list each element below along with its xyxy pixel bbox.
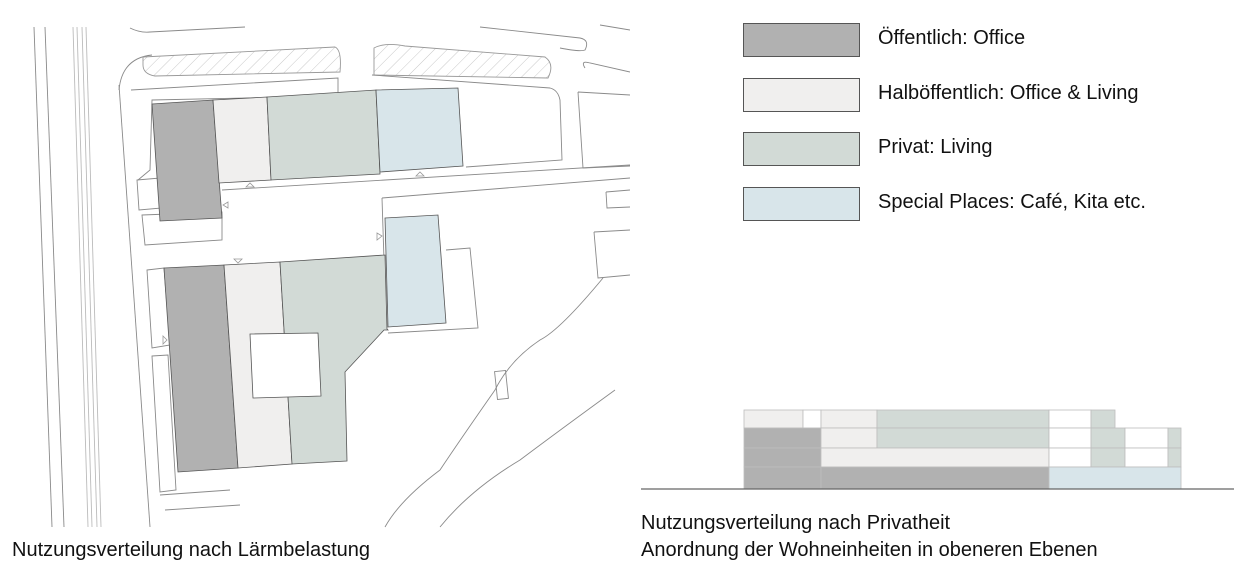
elev-cell: [1048, 409, 1092, 429]
elev-cell: [1090, 409, 1116, 429]
entrance-arrow-icon: [162, 335, 168, 345]
building-north: [151, 87, 464, 222]
legend-label-private: Privat: Living: [878, 136, 993, 158]
elevation-caption-line1: Nutzungsverteilung nach Privatheit: [641, 512, 951, 534]
road-curve: [118, 54, 153, 91]
legend-label-special: Special Places: Café, Kita etc.: [878, 191, 1146, 213]
road-line: [72, 26, 89, 528]
elev-cell: [820, 447, 1050, 468]
elev-cell: [820, 427, 878, 449]
elev-cell: [1167, 447, 1182, 468]
elev-cell: [1167, 427, 1182, 449]
elev-cell: [1090, 427, 1126, 449]
elev-cell: [1124, 427, 1169, 449]
legend-swatch-public: [743, 23, 860, 57]
legend-item-public: Öffentlich: Office: [743, 22, 1025, 58]
elev-cell: [802, 409, 822, 429]
zone-public: [151, 99, 223, 222]
elev-cell: [876, 409, 1050, 429]
road-line: [76, 26, 93, 528]
road-curve: [479, 26, 588, 52]
elevation-caption-line2: Anordnung der Wohneinheiten in obeneren …: [641, 539, 1098, 561]
road-line: [85, 26, 102, 528]
zone-special: [384, 214, 447, 328]
hatched-strip: [142, 46, 341, 77]
elev-cell: [743, 409, 804, 429]
road-curve: [129, 26, 246, 33]
zone-private: [266, 89, 381, 181]
legend-item-private: Privat: Living: [743, 131, 993, 167]
elev-cell: [1048, 466, 1182, 490]
elev-cell: [1048, 427, 1092, 449]
legend-swatch-semi-public: [743, 78, 860, 112]
elev-cell: [1124, 447, 1169, 468]
entrance-markers: [162, 171, 425, 345]
road-line: [81, 26, 98, 528]
courtyard: [249, 332, 322, 399]
entrance-arrow-icon: [233, 258, 243, 264]
legend-item-special: Special Places: Café, Kita etc.: [743, 186, 1146, 222]
elev-cell: [820, 409, 878, 429]
zone-private: [279, 254, 389, 465]
road-line: [33, 26, 53, 528]
legend-label-public: Öffentlich: Office: [878, 27, 1026, 49]
entrance-arrow-icon: [415, 171, 425, 177]
elev-cell: [743, 466, 822, 490]
entrance-arrow-icon: [222, 201, 229, 209]
legend-label-semi-public: Halböffentlich: Office & Living: [878, 82, 1139, 104]
legend-swatch-private: [743, 132, 860, 166]
zone-special: [375, 87, 464, 173]
hatched-strip: [373, 43, 552, 79]
elev-cell: [820, 466, 1050, 490]
legend-swatch-special: [743, 187, 860, 221]
building-south: [163, 214, 447, 473]
site-plan: [33, 24, 630, 528]
path-curve: [439, 389, 616, 528]
site-plan-caption: Nutzungsverteilung nach Lärmbelastung: [12, 539, 370, 561]
road-line: [118, 84, 151, 528]
entrance-arrow-icon: [376, 232, 383, 241]
elev-cell: [876, 427, 1050, 449]
path-curve: [384, 277, 604, 528]
legend-item-semi-public: Halböffentlich: Office & Living: [743, 77, 1139, 113]
entrance-arrow-icon: [245, 182, 255, 188]
elev-cell: [743, 427, 822, 449]
elev-cell: [1048, 447, 1092, 468]
small-structure: [494, 369, 509, 400]
elev-cell: [743, 447, 822, 468]
road-line: [44, 26, 65, 528]
zone-semi-public: [212, 96, 272, 184]
elev-cell: [1090, 447, 1126, 468]
